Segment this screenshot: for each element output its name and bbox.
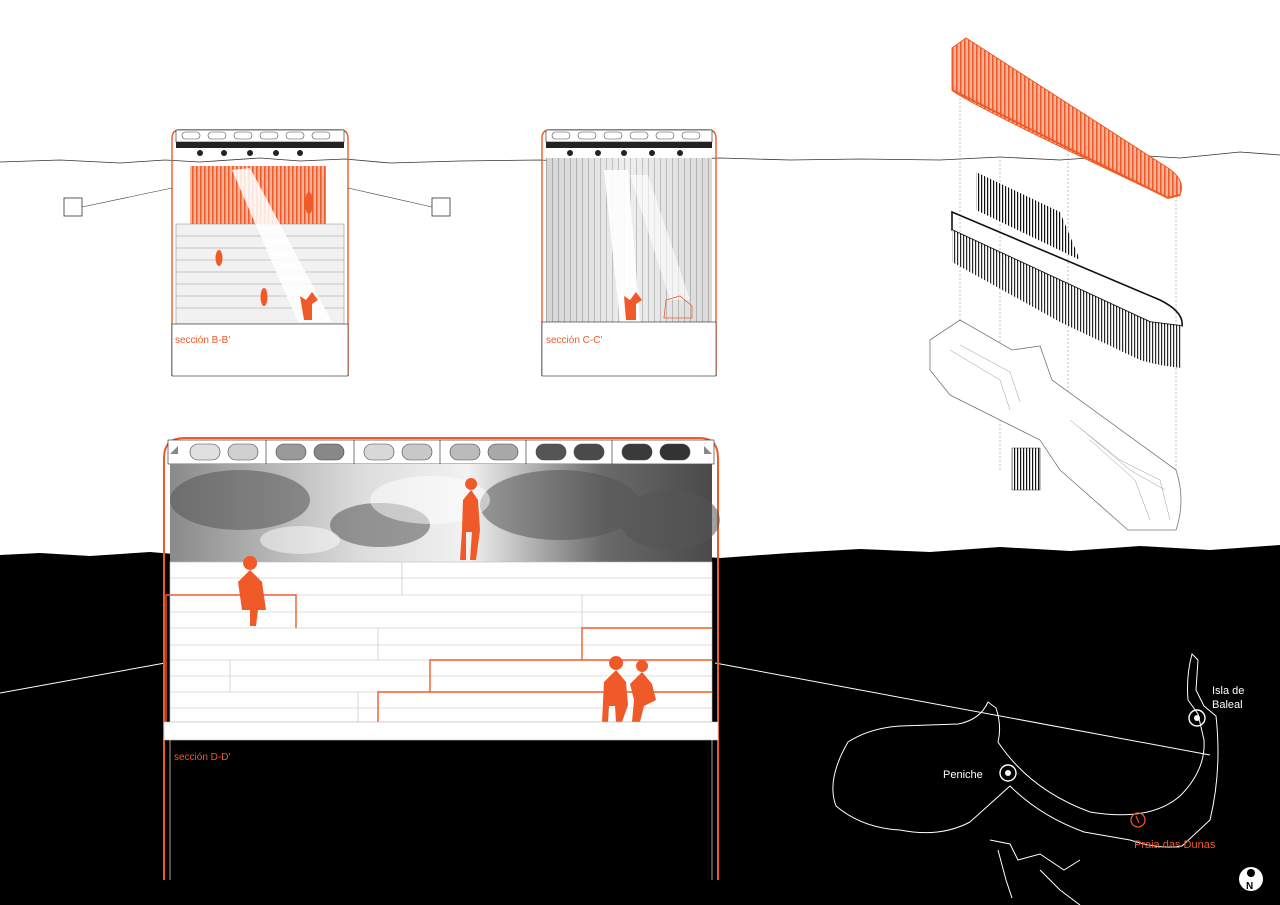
peniche-label: Peniche	[943, 769, 983, 781]
section-b: sección B-B'	[63, 129, 451, 377]
peniche-marker	[999, 764, 1017, 782]
map-coastline	[832, 653, 1219, 848]
praia-label: Praia das Dunas	[1134, 839, 1216, 851]
axo-ground-plan	[929, 319, 1182, 531]
section-d-seated-figures	[238, 556, 656, 722]
section-b-label: sección B-B'	[175, 335, 230, 346]
location-map: Peniche Isla de Baleal Praia das Dunas N	[832, 653, 1263, 905]
section-d: sección D-D'	[163, 437, 720, 880]
sight-line-right	[714, 662, 1211, 756]
baleal-label-line2: Baleal	[1212, 699, 1243, 711]
baleal-label-line1: Isla de	[1212, 685, 1244, 697]
section-d-label: sección D-D'	[174, 752, 230, 763]
axo-roof-red	[951, 37, 1182, 199]
section-b-figures	[215, 192, 318, 320]
baleal-marker	[1188, 709, 1206, 727]
section-c-light-beam	[604, 170, 640, 322]
axo-stair-core	[1011, 447, 1041, 491]
axonometric-view	[929, 37, 1183, 531]
axo-upper-ribbon	[976, 172, 1080, 260]
sight-line	[0, 662, 166, 694]
section-b-light-beam	[232, 168, 332, 322]
section-c-piano	[663, 295, 693, 319]
section-c: sección C-C'	[541, 129, 717, 377]
section-d-skylights	[189, 443, 691, 461]
section-b-marker-left	[63, 197, 83, 217]
section-d-walking-figure	[460, 478, 480, 560]
north-arrow-icon	[1246, 869, 1255, 877]
section-c-figure	[624, 292, 642, 320]
section-b-rig	[176, 142, 344, 148]
north-label: N	[1246, 881, 1253, 892]
praia-marker	[1130, 812, 1146, 828]
north-arrow: N	[1239, 867, 1263, 892]
section-c-label: sección C-C'	[546, 335, 602, 346]
section-b-marker-right	[431, 197, 451, 217]
